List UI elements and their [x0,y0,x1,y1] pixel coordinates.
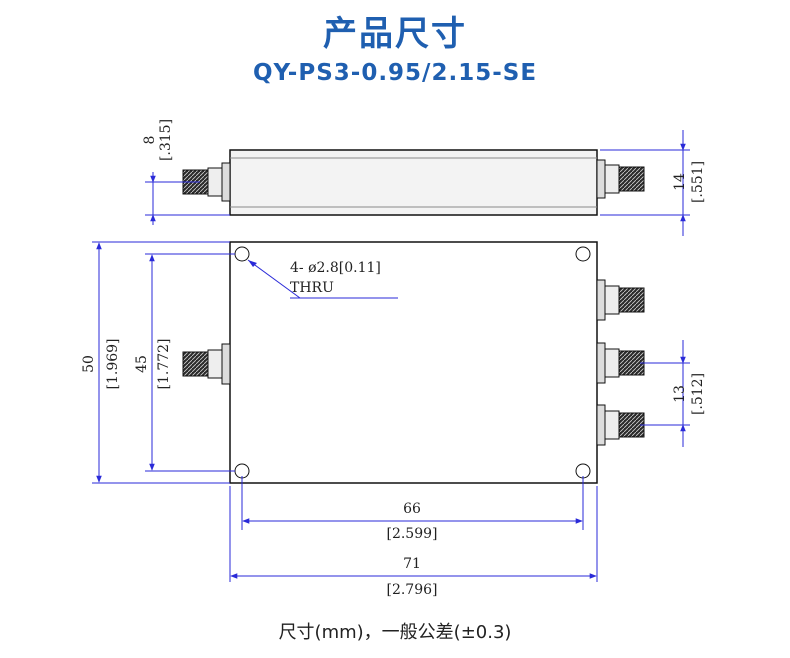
dim-width-holes-mm: 66 [403,501,421,517]
dim-port-pitch-inch: [.512] [690,373,706,415]
dim-width-total-mm: 71 [403,556,421,572]
output-port-2-connector [596,342,645,384]
dim-height-holes: 45 [1.772] [134,253,235,472]
hole-note-thru: THRU [290,280,334,296]
dim-height-total: 50 [1.969] [81,241,230,484]
dim-body-thickness: 14 [.551] [600,130,706,236]
input-port-connector [182,343,231,385]
dim-port-pitch: 13 [.512] [640,340,706,447]
dim-height-total-inch: [1.969] [105,338,121,389]
dim-body-thickness-mm: 14 [672,173,688,191]
dim-width-holes-inch: [2.599] [386,526,437,542]
model-number: QY-PS3-0.95/2.15-SE [252,60,538,86]
dim-connector-offset-mm: 8 [142,136,158,145]
dim-port-pitch-mm: 13 [672,385,688,403]
mount-hole-top-right [575,246,591,262]
dim-height-total-mm: 50 [81,355,97,373]
output-port-3-connector [596,404,645,446]
side-view [182,149,645,216]
hole-note: 4- ø2.8[0.11] THRU [247,259,398,299]
dim-connector-offset-inch: [.315] [158,119,174,161]
dim-height-holes-inch: [1.772] [156,338,172,389]
side-right-connector [596,159,645,199]
dim-width-total: 71 [2.796] [229,486,598,598]
dim-body-thickness-inch: [.551] [690,161,706,203]
hole-note-spec: 4- ø2.8[0.11] [290,260,381,276]
dim-width-holes: 66 [2.599] [241,476,584,542]
tolerance-caption: 尺寸(mm)，一般公差(±0.3) [278,622,512,643]
dim-height-holes-mm: 45 [134,355,150,373]
page-title: 产品尺寸 [323,14,467,54]
dim-width-total-inch: [2.796] [386,582,437,598]
dim-connector-offset: 8 [.315] [142,119,230,225]
output-port-1-connector [596,279,645,321]
side-view-body [229,149,598,216]
front-view [182,241,645,484]
front-view-body [229,241,598,484]
